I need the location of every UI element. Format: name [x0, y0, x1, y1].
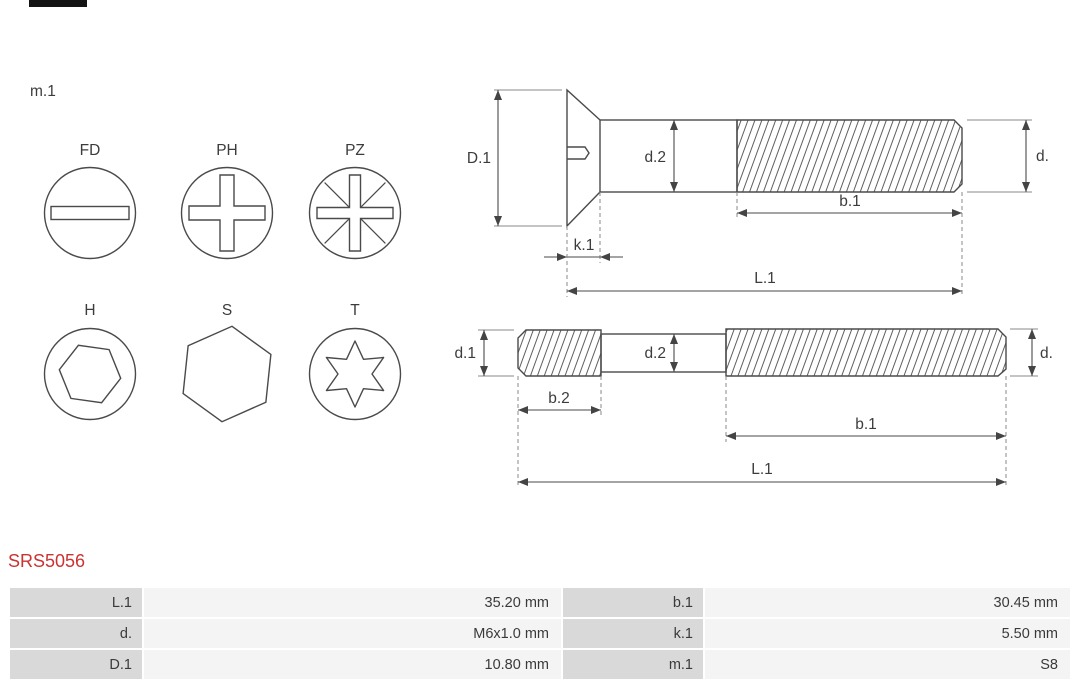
logo-fragment	[29, 0, 87, 7]
technical-drawing: m.1 FD PH PZ H S T	[30, 83, 1053, 488]
dim-b2: b.2	[517, 376, 602, 488]
dim-d2-screw: d.2	[644, 120, 678, 192]
dim-label-L1: L.1	[751, 461, 773, 478]
spec-value-cell: 10.80 mm	[144, 650, 561, 679]
dim-L1-stud: L.1	[518, 461, 1006, 486]
dim-d-stud: d.	[1010, 328, 1053, 377]
dim-label-L1: L.1	[754, 270, 776, 287]
spec-row-3: D.1 10.80 mm m.1 S8	[10, 650, 1070, 679]
dim-label-d: d.	[1040, 345, 1053, 362]
dim-d1-stud: d.1	[454, 329, 514, 377]
screw-slot-shape	[567, 146, 590, 160]
drive-type-label-t: T	[350, 302, 360, 319]
screw-thread-shape	[736, 119, 963, 193]
phillips-drive-icon	[180, 166, 274, 260]
spec-label-cell: m.1	[563, 650, 703, 679]
stud-drawing: d.1 d.2 d. b.2 b.1	[454, 328, 1053, 488]
dim-b1-stud: b.1	[725, 376, 1007, 488]
drive-type-ph: PH	[180, 142, 274, 260]
spec-label-cell: d.	[10, 619, 142, 648]
screw-shank-shape	[599, 119, 738, 193]
drive-type-h: H	[43, 302, 137, 421]
dim-D1: D.1	[467, 89, 562, 227]
dim-label-b1: b.1	[839, 193, 861, 210]
slotted-drive-icon	[43, 166, 137, 260]
drive-type-fd: FD	[43, 142, 137, 260]
spec-value-cell: S8	[705, 650, 1070, 679]
spec-value-cell: 5.50 mm	[705, 619, 1070, 648]
dim-label-d2: d.2	[644, 149, 666, 166]
drive-type-t: T	[308, 302, 402, 421]
spec-value-cell: M6x1.0 mm	[144, 619, 561, 648]
dim-L1-screw: L.1	[566, 192, 963, 297]
dim-k1: k.1	[544, 192, 623, 263]
spec-value-cell: 30.45 mm	[705, 588, 1070, 617]
drive-type-pz: PZ	[308, 142, 402, 260]
hex-socket-drive-icon	[43, 327, 137, 421]
spec-row-1: L.1 35.20 mm b.1 30.45 mm	[10, 588, 1070, 617]
pozidriv-drive-icon	[308, 166, 402, 260]
hex-socket-shape	[58, 344, 122, 404]
torx-drive-icon	[308, 327, 402, 421]
dim-label-d1: d.1	[454, 345, 476, 362]
phillips-cross-shape	[188, 174, 266, 252]
m1-label: m.1	[30, 83, 56, 100]
torx-star-shape	[325, 340, 385, 408]
dim-d2-stud: d.2	[644, 334, 678, 372]
dim-label-d2: d.2	[644, 345, 666, 362]
spec-label-cell: k.1	[563, 619, 703, 648]
pozidriv-cross-shape	[316, 174, 394, 252]
stud-left-thread-shape	[517, 329, 602, 377]
dim-label-b1: b.1	[855, 416, 877, 433]
drive-type-label-ph: PH	[216, 142, 238, 159]
spec-label-cell: D.1	[10, 650, 142, 679]
drive-type-label-h: H	[84, 302, 95, 319]
hex-external-drive-icon	[182, 325, 272, 423]
dim-label-D1: D.1	[467, 150, 491, 167]
spec-label-cell: b.1	[563, 588, 703, 617]
countersunk-screw-drawing: D.1 d.2 d. b.1	[467, 88, 1049, 297]
drive-type-label-fd: FD	[80, 142, 101, 159]
drive-type-label-s: S	[222, 302, 232, 319]
spec-value-cell: 35.20 mm	[144, 588, 561, 617]
part-number: SRS5056	[8, 551, 86, 571]
slot-shape	[50, 205, 130, 221]
dim-b1-screw: b.1	[736, 192, 963, 219]
spec-label-cell: L.1	[10, 588, 142, 617]
stud-right-thread-shape	[725, 328, 1007, 377]
dim-label-d: d.	[1036, 148, 1049, 165]
dim-label-b2: b.2	[548, 390, 570, 407]
dim-d-screw: d.	[967, 119, 1049, 193]
screw-head-shape	[566, 88, 601, 228]
drive-type-s: S	[182, 302, 272, 423]
drive-type-label-pz: PZ	[345, 142, 365, 159]
spec-table: L.1 35.20 mm b.1 30.45 mm d. M6x1.0 mm k…	[8, 586, 1072, 681]
spec-row-2: d. M6x1.0 mm k.1 5.50 mm	[10, 619, 1070, 648]
dim-label-k1: k.1	[574, 237, 595, 254]
